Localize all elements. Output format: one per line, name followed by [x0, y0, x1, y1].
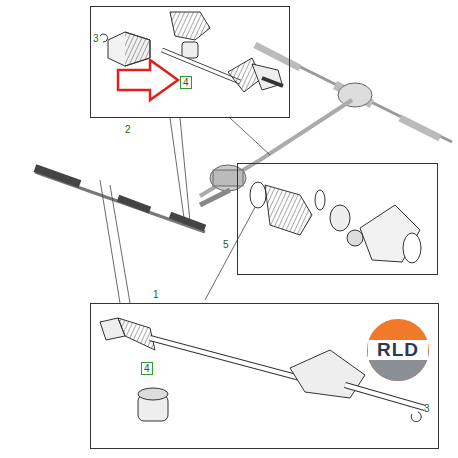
brand-logo: RLD — [366, 318, 430, 382]
callout-number: 1 — [153, 289, 159, 300]
callout-number: 4 — [180, 76, 192, 89]
logo-text: RLD — [377, 340, 419, 360]
callout-number: 3 — [93, 33, 99, 44]
vehicle-driveline — [35, 45, 452, 232]
callout-number: 5 — [223, 239, 229, 250]
callout-number: 3 — [424, 403, 430, 414]
kit-frame: 5 — [237, 163, 438, 275]
boot-kit-parts — [250, 182, 421, 263]
callout-number: 4 — [141, 362, 153, 375]
callout-number: 2 — [125, 124, 131, 135]
highlight-arrow — [118, 60, 178, 100]
leader-lines — [100, 118, 270, 303]
assembly-frame: 2 — [90, 6, 290, 118]
